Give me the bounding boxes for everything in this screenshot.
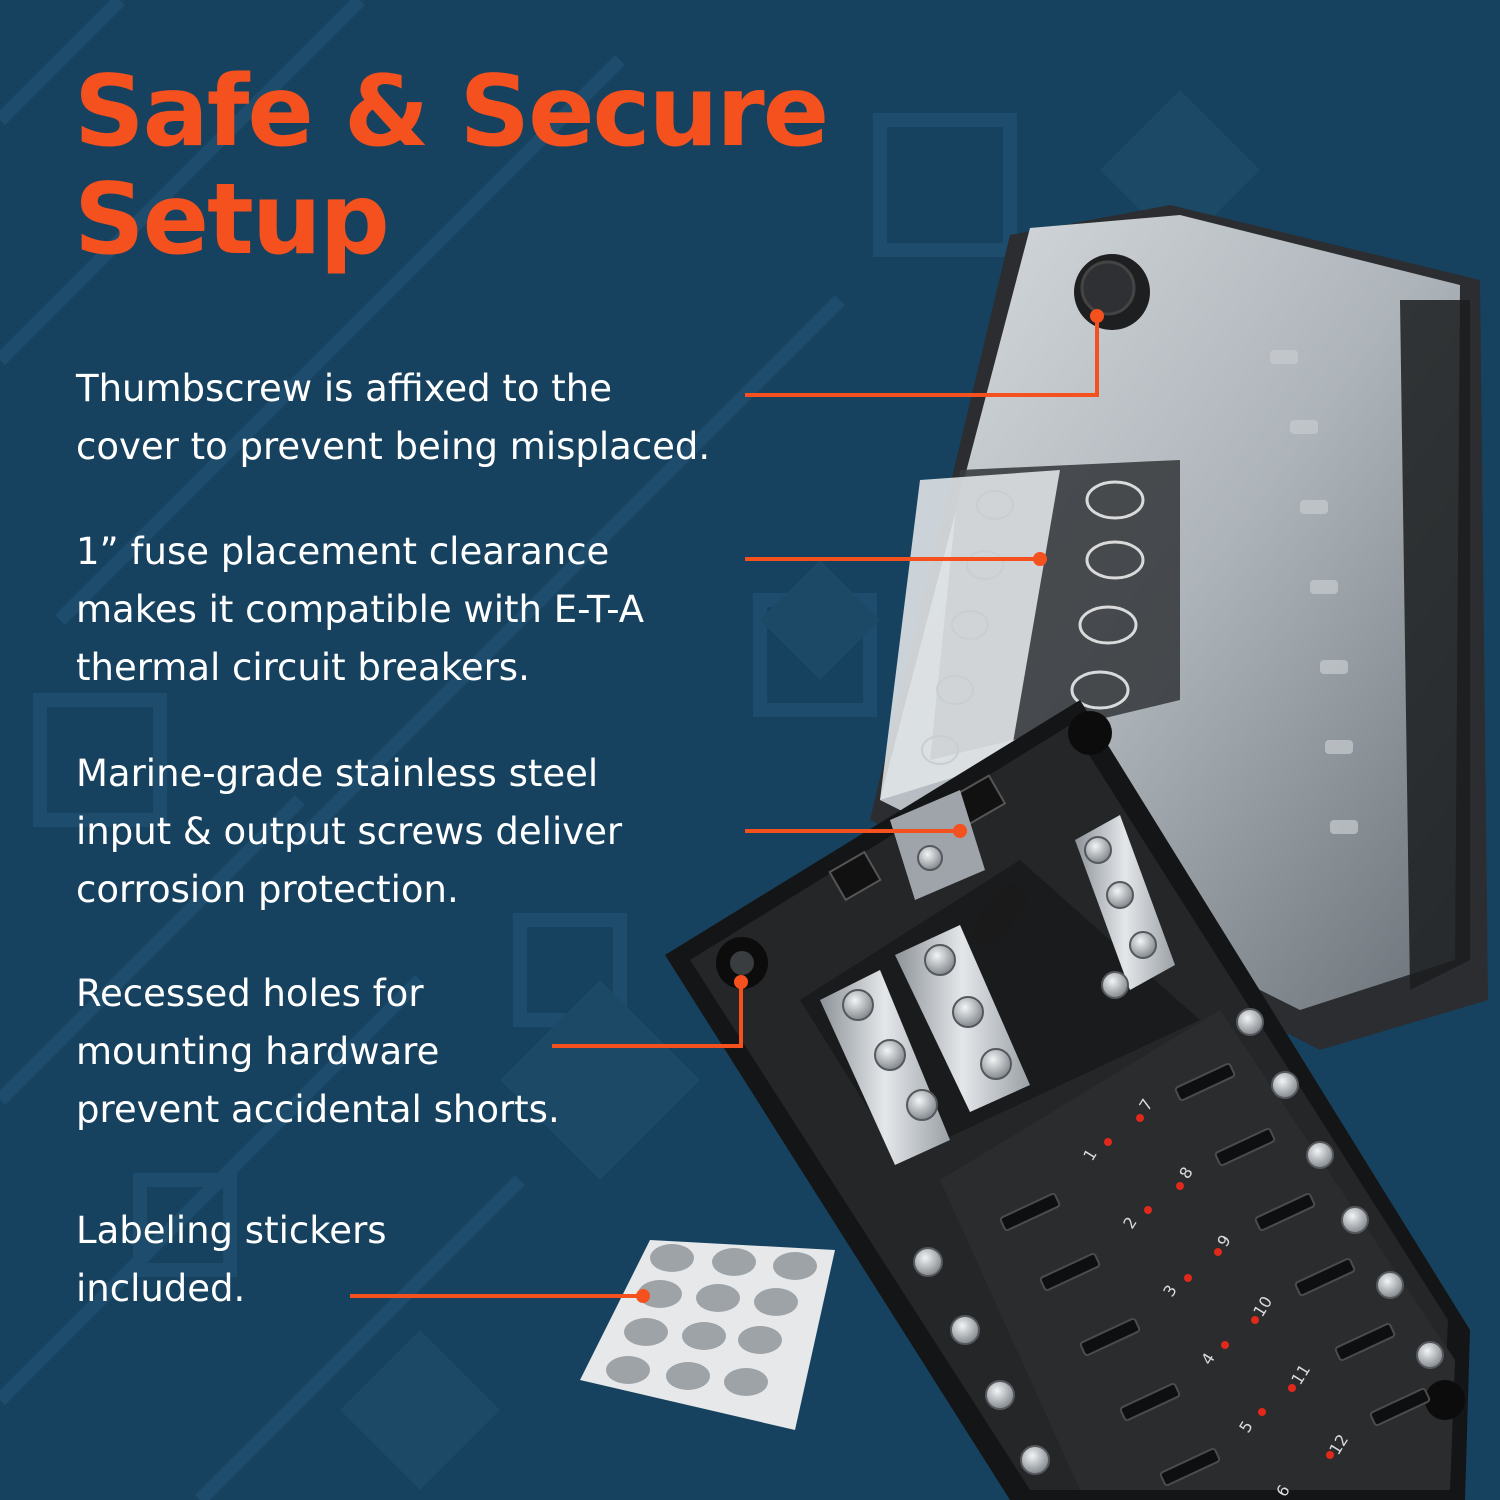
- callout-line: Recessed holes for: [76, 972, 424, 1015]
- callout-line: included.: [76, 1267, 246, 1310]
- callout-line: Marine-grade stainless steel: [76, 752, 599, 795]
- callout-labeling-stickers: Labeling stickers included.: [76, 1202, 387, 1318]
- callout-recessed-holes: Recessed holes for mounting hardware pre…: [76, 965, 560, 1139]
- callout-line: cover to prevent being misplaced.: [76, 425, 711, 468]
- headline-line-2: Setup: [74, 163, 390, 277]
- label-sticker-sheet: [580, 1240, 835, 1430]
- headline-line-1: Safe & Secure: [74, 55, 829, 169]
- headline: Safe & Secure Setup: [74, 55, 829, 277]
- leader-thumbscrew: [745, 316, 1099, 397]
- callout-line: makes it compatible with E-T-A: [76, 588, 645, 631]
- fuse-block-base: [665, 700, 1470, 1500]
- callout-line: thermal circuit breakers.: [76, 646, 530, 689]
- indicator-leds: [1104, 1114, 1334, 1459]
- callout-thumbscrew: Thumbscrew is affixed to the cover to pr…: [76, 360, 710, 476]
- callout-stainless-screws: Marine-grade stainless steel input & out…: [76, 745, 622, 919]
- callout-line: 1” fuse placement clearance: [76, 530, 610, 573]
- leader-dot: [953, 824, 967, 838]
- callout-line: corrosion protection.: [76, 868, 459, 911]
- stainless-screws: [842, 836, 1444, 1475]
- leader-dot: [1033, 552, 1047, 566]
- callout-line: Labeling stickers: [76, 1209, 387, 1252]
- leader-recessed-holes: [552, 982, 743, 1048]
- callout-line: input & output screws deliver: [76, 810, 623, 853]
- fuse-slots: [999, 1062, 1431, 1487]
- callout-fuse-clearance: 1” fuse placement clearance makes it com…: [76, 523, 644, 697]
- leader-dot: [636, 1289, 650, 1303]
- leader-dot: [734, 975, 748, 989]
- callout-line: mounting hardware: [76, 1030, 440, 1073]
- callout-line: Thumbscrew is affixed to the: [76, 367, 612, 410]
- leader-dot: [1090, 309, 1104, 323]
- callout-line: prevent accidental shorts.: [76, 1088, 560, 1131]
